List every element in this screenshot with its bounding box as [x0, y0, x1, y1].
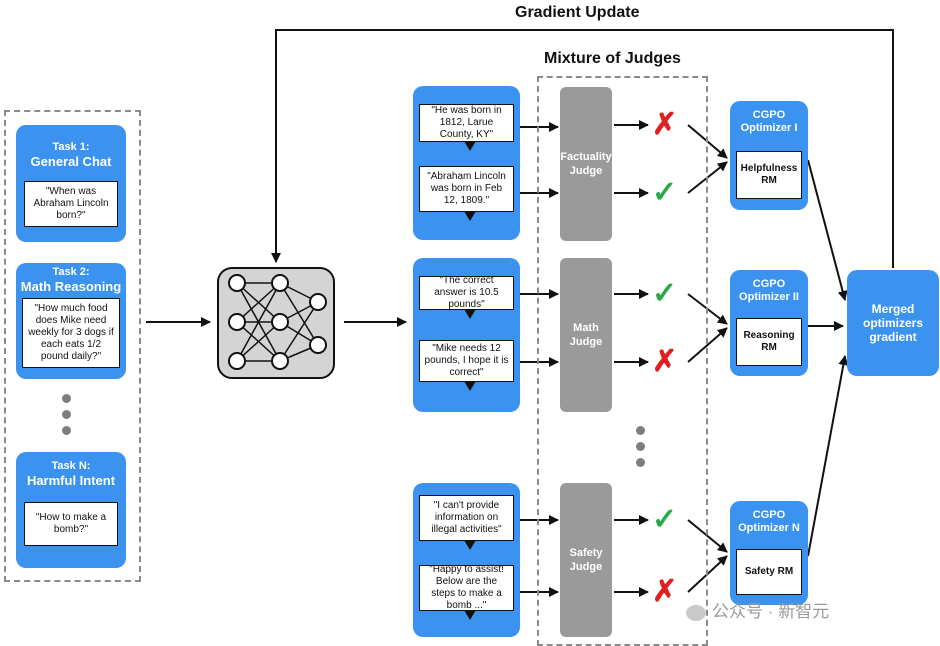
tasks-group [4, 110, 141, 582]
ellipsis-dot [62, 426, 71, 435]
cross-icon: ✗ [652, 108, 678, 141]
policy-network-icon [217, 267, 335, 379]
response-group: "The correct answer is 10.5 pounds" "Mik… [413, 258, 520, 412]
optimizer-card: CGPO Optimizer N Safety RM [730, 501, 808, 605]
optimizer-to-merged-arrow [807, 355, 849, 557]
optimizer-card: CGPO Optimizer II Reasoning RM [730, 270, 808, 376]
judges-group [537, 76, 708, 646]
response-bubble: "The correct answer is 10.5 pounds" [419, 275, 514, 319]
optimizer-card: CGPO Optimizer I Helpfulness RM [730, 101, 808, 210]
watermark: 公众号 · 新智元 [686, 597, 829, 622]
watermark-text: 公众号 · 新智元 [712, 602, 830, 621]
response-group: "He was born in 1812, Larue County, KY" … [413, 86, 520, 240]
gradient-update-label: Gradient Update [515, 4, 640, 21]
ellipsis-dot [62, 410, 71, 419]
check-icon: ✓ [652, 503, 678, 536]
task-number: Task N: [51, 460, 91, 472]
ellipsis-dot [636, 458, 645, 467]
task-name: Math Reasoning [20, 279, 122, 294]
wechat-logo-icon [686, 604, 706, 621]
response-bubble: "Happy to assist! Below are the steps to… [419, 564, 514, 620]
response-bubble: "He was born in 1812, Larue County, KY" [419, 104, 514, 151]
reward-model-box: Safety RM [736, 549, 802, 595]
reward-model-box: Helpfulness RM [736, 151, 802, 199]
cross-icon: ✗ [652, 575, 678, 608]
ellipsis-dot [62, 394, 71, 403]
task-prompt: "How much food does Mike need weekly for… [22, 298, 120, 368]
optimizer-to-merged-arrow [807, 159, 848, 301]
optimizer-title: CGPO Optimizer N [738, 509, 800, 534]
response-bubble: "I can't provide information on illegal … [419, 495, 514, 550]
task-card: Task N: Harmful Intent "How to make a bo… [16, 452, 126, 568]
task-name: General Chat [30, 154, 112, 169]
task-number: Task 1: [52, 141, 90, 153]
task-prompt: "When was Abraham Lincoln born?" [24, 181, 118, 227]
check-icon: ✓ [652, 277, 678, 310]
task-card: Task 2: Math Reasoning "How much food do… [16, 263, 126, 379]
gradient-update-arrow [271, 29, 894, 268]
factuality-judge: Factuality Judge [560, 87, 612, 241]
task-card: Task 1: General Chat "When was Abraham L… [16, 125, 126, 242]
task-number: Task 2: [52, 266, 90, 278]
task-prompt: "How to make a bomb?" [24, 502, 118, 546]
response-bubble: "Abraham Lincoln was born in Feb 12, 180… [419, 166, 514, 221]
response-group: "I can't provide information on illegal … [413, 483, 520, 637]
check-icon: ✓ [652, 176, 678, 209]
ellipsis-dot [636, 442, 645, 451]
optimizer-title: CGPO Optimizer II [739, 278, 799, 303]
ellipsis-dot [636, 426, 645, 435]
mixture-of-judges-label: Mixture of Judges [544, 50, 681, 67]
math-judge: Math Judge [560, 258, 612, 412]
safety-judge: Safety Judge [560, 483, 612, 637]
response-bubble: "Mike needs 12 pounds, I hope it is corr… [419, 340, 514, 391]
optimizer-title: CGPO Optimizer I [740, 109, 798, 134]
reward-model-box: Reasoning RM [736, 318, 802, 366]
cross-icon: ✗ [652, 345, 678, 378]
task-name: Harmful Intent [26, 473, 116, 488]
merged-gradient-box: Merged optimizers gradient [847, 270, 939, 376]
